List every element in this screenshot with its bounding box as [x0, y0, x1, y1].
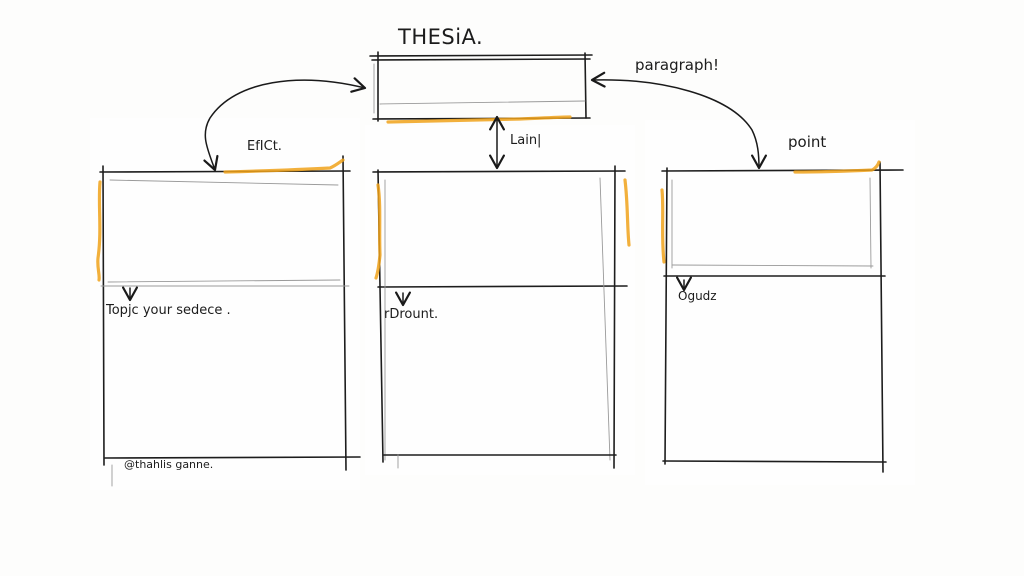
right-topic-sentence: Ogudz — [678, 289, 717, 303]
label-point: point — [788, 133, 826, 151]
left-topic-sentence: Topjc your sedece . — [105, 303, 231, 318]
middle-topic-sentence: rDrount. — [384, 307, 438, 322]
label-paragraph: paragraph! — [635, 56, 719, 74]
left-footer-note: @thahlis ganne. — [124, 458, 213, 471]
thesis-group: THESiA. — [369, 25, 593, 124]
arrow-left-column — [203, 77, 367, 172]
paper-panel-middle — [365, 125, 635, 475]
column-middle: rDrount. — [372, 165, 631, 469]
label-main: Lain| — [510, 133, 541, 148]
thesis-title: THESiA. — [397, 25, 483, 49]
column-right: Ogudz — [660, 160, 904, 473]
label-effect: EfICt. — [247, 139, 282, 154]
arrow-right-column — [590, 71, 767, 170]
connector-arrows — [203, 71, 767, 172]
paper-panel-left — [90, 118, 360, 490]
column-left: Topjc your sedece . @thahlis ganne. — [96, 155, 361, 487]
thesis-box — [369, 51, 593, 124]
